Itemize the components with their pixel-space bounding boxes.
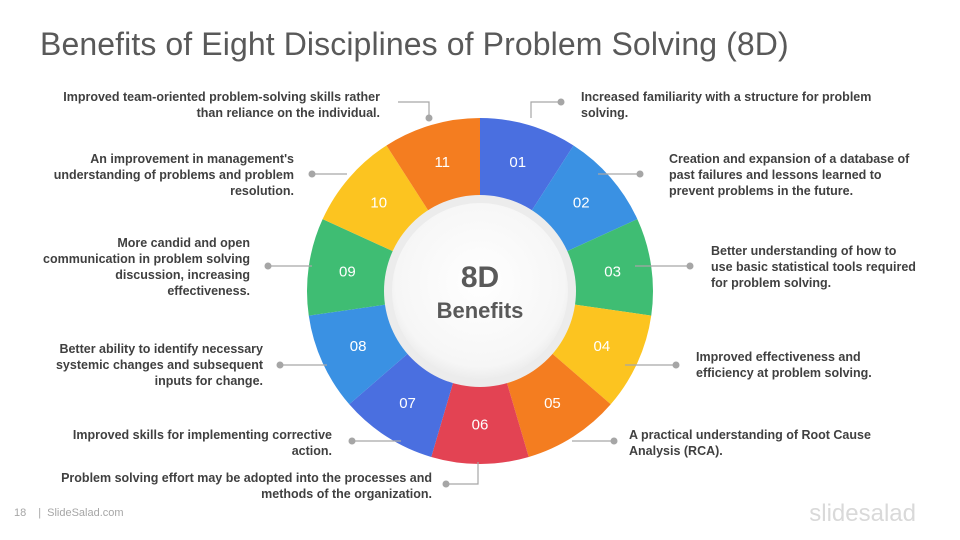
wheel-segment-05 [506, 353, 611, 457]
segment-number-11: 11 [434, 154, 450, 171]
benefit-text-04: Better understanding of how to use basic… [711, 244, 916, 290]
segment-number-05: 05 [544, 395, 561, 412]
segment-number-01: 01 [509, 154, 526, 171]
benefit-text-07: Problem solving effort may be adopted in… [61, 471, 432, 501]
connector-dot-10 [264, 262, 272, 270]
page-number: 18 [14, 507, 27, 519]
wheel-segment-03 [566, 219, 653, 316]
footer-site: SlideSalad.com [47, 507, 124, 519]
connector-dot-03 [636, 170, 644, 178]
segment-number-04: 04 [594, 338, 611, 355]
connector-dot-01 [425, 114, 433, 122]
benefit-text-10: More candid and open communication in pr… [43, 236, 250, 298]
connector-dot-09 [276, 361, 284, 369]
segment-number-10: 10 [370, 195, 387, 212]
connector-line-02 [530, 101, 561, 118]
benefit-text-11: An improvement in management's understan… [53, 152, 294, 198]
slide-title: Benefits of Eight Disciplines of Problem… [40, 26, 789, 62]
center-subtitle: Benefits [437, 298, 524, 323]
connector-dot-08 [348, 437, 356, 445]
center-title: 8D [461, 261, 499, 294]
segment-number-08: 08 [350, 338, 367, 355]
center-circle [392, 203, 568, 379]
connector-dot-05 [672, 361, 680, 369]
connector-dot-11 [308, 170, 316, 178]
wheel-segment-11 [386, 118, 480, 212]
benefit-text-05: Improved effectiveness and efficiency at… [696, 350, 872, 380]
wheel-segment-02 [531, 145, 638, 252]
wheel-segment-08 [308, 304, 409, 405]
wheel-segment-06 [431, 382, 529, 464]
benefit-text-08: Improved skills for implementing correct… [72, 428, 332, 458]
benefit-text-06: A practical understanding of Root Cause … [629, 428, 871, 458]
segment-number-02: 02 [573, 195, 590, 212]
benefit-text-09: Better ability to identify necessary sys… [55, 342, 263, 388]
brand-logo: slidesalad [809, 500, 916, 527]
connector-line-07 [446, 462, 479, 485]
connector-dot-06 [610, 437, 618, 445]
wheel-segment-10 [322, 145, 429, 252]
segment-number-03: 03 [604, 263, 621, 280]
footer-separator: | [38, 507, 42, 519]
segment-number-09: 09 [339, 263, 356, 280]
connector-dot-02 [557, 98, 565, 106]
wheel-segment-04 [551, 304, 652, 405]
benefit-text-01: Improved team-oriented problem-solving s… [63, 90, 380, 120]
benefit-text-03: Creation and expansion of a database of … [669, 152, 910, 198]
connector-dot-04 [686, 262, 694, 270]
segment-number-07: 07 [399, 395, 416, 412]
wheel-segment-01 [480, 118, 574, 212]
benefit-text-02: Increased familiarity with a structure f… [581, 90, 872, 120]
wheel-segment-07 [349, 353, 454, 457]
footer: 18 | SlideSalad.com [14, 507, 124, 519]
connector-line-01 [398, 101, 430, 118]
wheel-segment-09 [307, 219, 394, 316]
segment-number-06: 06 [472, 417, 489, 434]
connector-dot-07 [442, 480, 450, 488]
